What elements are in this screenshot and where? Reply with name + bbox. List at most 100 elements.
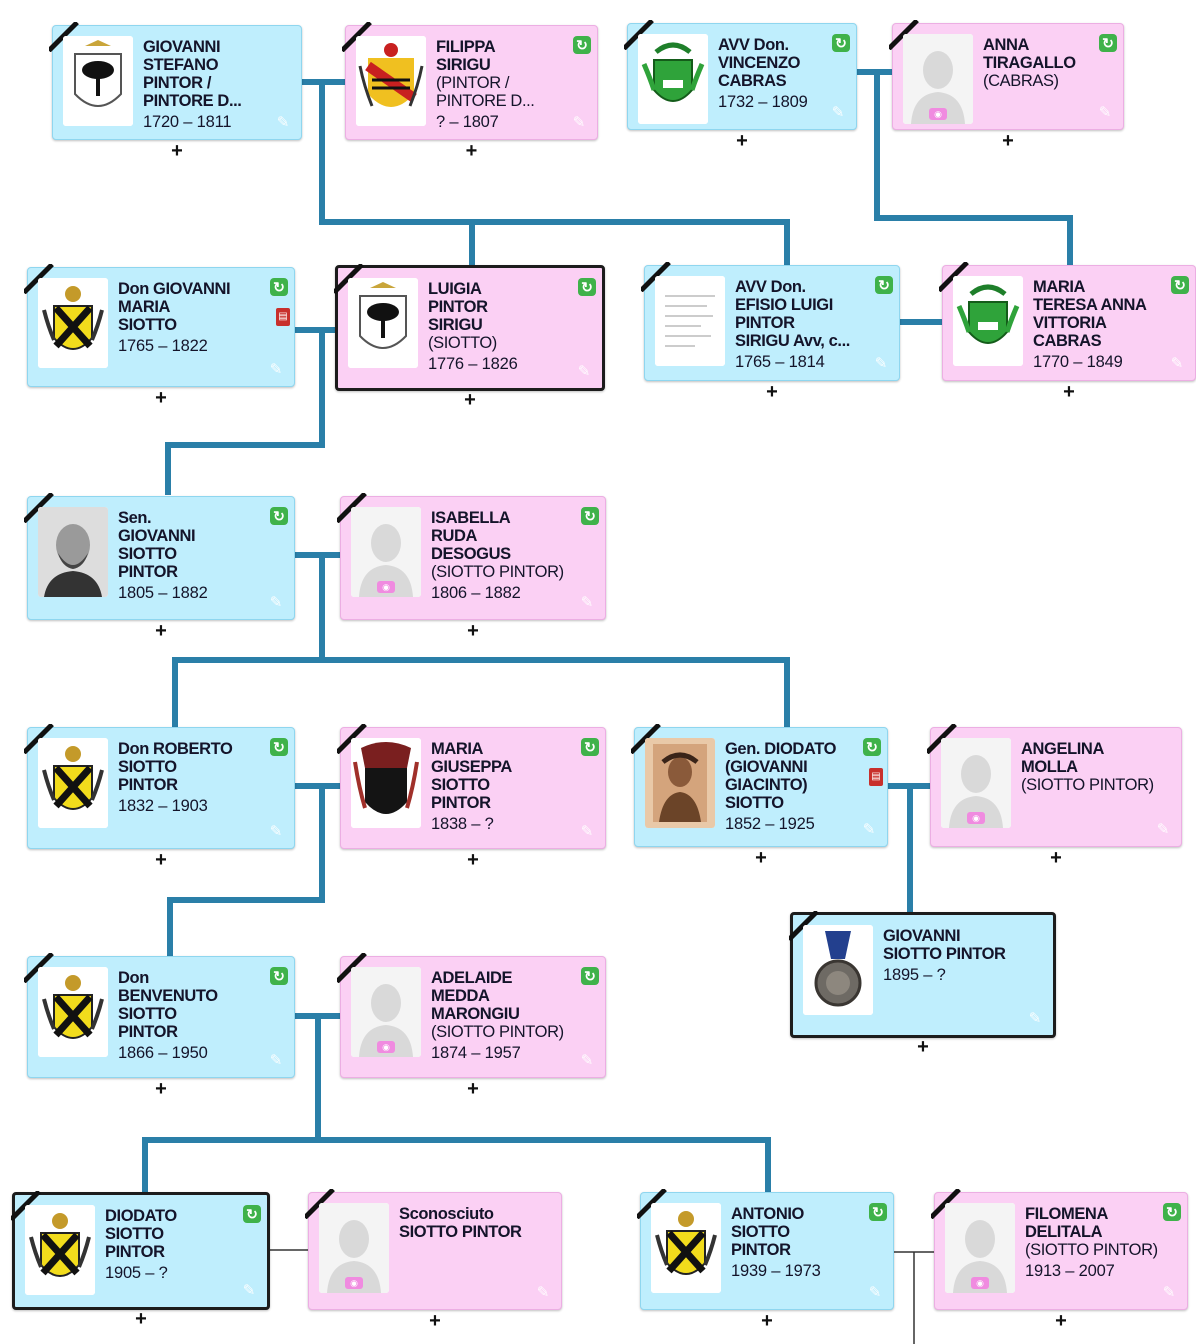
add-relative-button[interactable]: + bbox=[171, 140, 183, 162]
add-relative-button[interactable]: + bbox=[1002, 130, 1014, 152]
pencil-icon[interactable]: ✎ bbox=[572, 114, 586, 131]
person-name-line[interactable]: (GIOVANNI bbox=[725, 758, 808, 776]
pencil-icon[interactable]: ✎ bbox=[868, 1284, 882, 1301]
pencil-icon[interactable]: ✎ bbox=[1156, 821, 1170, 838]
avatar[interactable] bbox=[803, 925, 873, 1015]
pencil-icon[interactable]: ✎ bbox=[580, 1052, 594, 1069]
person-name-line[interactable]: Sconosciuto bbox=[399, 1205, 494, 1223]
add-relative-button[interactable]: + bbox=[465, 140, 478, 162]
avatar[interactable] bbox=[25, 1205, 95, 1295]
person-name-line[interactable]: SIOTTO bbox=[731, 1223, 790, 1241]
avatar[interactable] bbox=[348, 278, 418, 368]
person-name-line[interactable]: Don GIOVANNI bbox=[118, 280, 231, 298]
person-name-line[interactable]: PINTOR bbox=[428, 298, 488, 316]
avatar[interactable] bbox=[38, 278, 108, 368]
person-name-line[interactable]: DESOGUS bbox=[431, 545, 511, 563]
sync-icon[interactable]: ↻ bbox=[1163, 1203, 1181, 1221]
avatar[interactable] bbox=[953, 276, 1023, 366]
sync-icon[interactable]: ↻ bbox=[863, 738, 881, 756]
person-name-line[interactable]: SIOTTO bbox=[118, 758, 177, 776]
sync-icon[interactable]: ↻ bbox=[832, 34, 850, 52]
person-name-line[interactable]: SIRIGU bbox=[436, 56, 491, 74]
person-name-line[interactable]: PINTOR bbox=[118, 563, 178, 581]
person-name-line[interactable]: MARONGIU bbox=[431, 1005, 520, 1023]
add-relative-button[interactable]: + bbox=[464, 389, 476, 411]
add-relative-button[interactable]: + bbox=[429, 1310, 441, 1332]
add-relative-button[interactable]: + bbox=[155, 1078, 167, 1100]
person-name-line[interactable]: FILOMENA bbox=[1025, 1205, 1108, 1223]
person-name-line[interactable]: ANTONIO bbox=[731, 1205, 804, 1223]
sync-icon[interactable]: ↻ bbox=[581, 967, 599, 985]
person-name-line[interactable]: FILIPPA bbox=[436, 38, 496, 56]
person-name-line[interactable]: SIOTTO bbox=[105, 1225, 164, 1243]
sync-icon[interactable]: ↻ bbox=[578, 278, 596, 296]
person-name-line[interactable]: GIUSEPPA bbox=[431, 758, 512, 776]
sync-icon[interactable]: ↻ bbox=[270, 278, 288, 296]
person-name-line[interactable]: SIOTTO bbox=[725, 794, 784, 812]
pencil-icon[interactable]: ✎ bbox=[536, 1284, 550, 1301]
person-name-line[interactable]: AVV Don. bbox=[718, 36, 789, 54]
pencil-icon[interactable]: ✎ bbox=[242, 1282, 256, 1299]
add-relative-button[interactable]: + bbox=[155, 387, 167, 409]
person-name-line[interactable]: ISABELLA bbox=[431, 509, 511, 527]
add-relative-button[interactable]: + bbox=[1050, 847, 1062, 869]
sync-icon[interactable]: ↻ bbox=[581, 738, 599, 756]
person-name-line[interactable]: VITTORIA bbox=[1033, 314, 1107, 332]
document-icon[interactable]: ▤ bbox=[276, 308, 290, 326]
person-name-line[interactable]: AVV Don. bbox=[735, 278, 806, 296]
person-name-line[interactable]: EFISIO LUIGI bbox=[735, 296, 833, 314]
person-name-line[interactable]: BENVENUTO bbox=[118, 987, 218, 1005]
add-relative-button[interactable]: + bbox=[917, 1036, 929, 1058]
person-name-line[interactable]: MARIA bbox=[1033, 278, 1086, 296]
person-name-line[interactable]: GIACINTO) bbox=[725, 776, 808, 794]
avatar[interactable] bbox=[356, 36, 426, 126]
sync-icon[interactable]: ↻ bbox=[581, 507, 599, 525]
person-name-line[interactable]: Gen. DIODATO bbox=[725, 740, 837, 758]
sync-icon[interactable]: ↻ bbox=[573, 36, 591, 54]
sync-icon[interactable]: ↻ bbox=[243, 1205, 261, 1223]
add-relative-button[interactable]: + bbox=[135, 1308, 147, 1330]
pencil-icon[interactable]: ✎ bbox=[269, 361, 283, 378]
person-name-line[interactable]: Sen. bbox=[118, 509, 152, 527]
avatar-placeholder[interactable]: ◉ bbox=[319, 1203, 389, 1293]
person-name-line[interactable]: SIOTTO bbox=[118, 545, 177, 563]
person-name-line[interactable]: CABRAS bbox=[1033, 332, 1102, 350]
sync-icon[interactable]: ↻ bbox=[869, 1203, 887, 1221]
pencil-icon[interactable]: ✎ bbox=[269, 594, 283, 611]
person-name-line[interactable]: SIRIGU Avv, c... bbox=[735, 332, 850, 350]
camera-icon[interactable]: ◉ bbox=[971, 1277, 989, 1289]
person-name-line[interactable]: PINTOR bbox=[431, 794, 491, 812]
person-name-line[interactable]: MEDDA bbox=[431, 987, 490, 1005]
avatar-placeholder[interactable]: ◉ bbox=[945, 1203, 1015, 1293]
person-name-line[interactable]: PINTOR bbox=[735, 314, 795, 332]
avatar-placeholder[interactable]: ◉ bbox=[941, 738, 1011, 828]
avatar[interactable] bbox=[351, 738, 421, 828]
person-name-line[interactable]: VINCENZO bbox=[718, 54, 801, 72]
sync-icon[interactable]: ↻ bbox=[270, 967, 288, 985]
camera-icon[interactable]: ◉ bbox=[377, 1041, 395, 1053]
add-relative-button[interactable]: + bbox=[155, 620, 167, 642]
add-relative-button[interactable]: + bbox=[1063, 381, 1075, 403]
add-relative-button[interactable]: + bbox=[155, 849, 167, 871]
person-name-line[interactable]: RUDA bbox=[431, 527, 478, 545]
pencil-icon[interactable]: ✎ bbox=[580, 594, 594, 611]
avatar[interactable] bbox=[38, 967, 108, 1057]
avatar[interactable] bbox=[645, 738, 715, 828]
person-name-line[interactable]: ANNA bbox=[983, 36, 1030, 54]
avatar[interactable] bbox=[651, 1203, 721, 1293]
avatar-placeholder[interactable]: ◉ bbox=[351, 507, 421, 597]
